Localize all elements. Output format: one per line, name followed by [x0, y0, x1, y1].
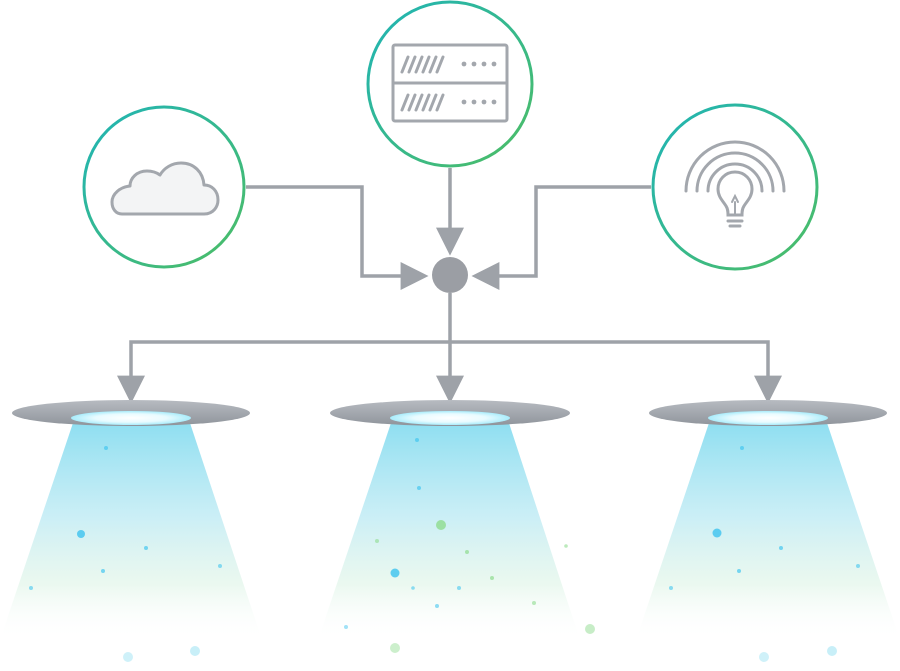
connectors — [117, 168, 782, 404]
connector-hub-to-left — [117, 340, 450, 404]
particles — [29, 438, 860, 662]
connector-bulb-to-hub — [471, 185, 651, 290]
lightbulb-broadcast-icon — [684, 140, 786, 228]
server-node — [366, 0, 534, 168]
connector-hub-to-right — [450, 340, 782, 404]
lightbulb-node — [651, 103, 819, 271]
beam-center — [318, 420, 580, 640]
connector-cloud-to-hub — [246, 185, 429, 290]
emitter-center — [330, 400, 570, 426]
beam-right — [636, 420, 900, 640]
emitter-left — [12, 400, 250, 426]
emitter-right — [649, 400, 887, 426]
server-rack-icon — [391, 43, 509, 123]
cloud-icon — [110, 161, 220, 216]
hub-node — [432, 257, 468, 293]
beam-left — [0, 420, 262, 640]
cloud-node — [82, 105, 246, 269]
beams — [0, 420, 900, 640]
